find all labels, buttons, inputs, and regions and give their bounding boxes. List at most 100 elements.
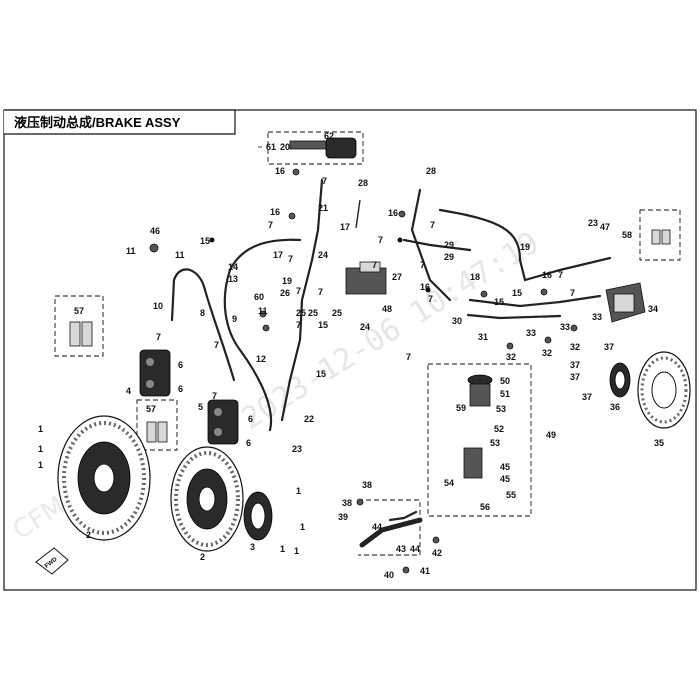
callout-15c: 15 bbox=[316, 369, 326, 379]
callout-7e: 7 bbox=[372, 260, 377, 270]
callout-7m: 7 bbox=[420, 260, 425, 270]
callout-54: 54 bbox=[444, 478, 454, 488]
callout-44b: 44 bbox=[410, 544, 420, 554]
callout-28b: 28 bbox=[426, 166, 436, 176]
callout-26: 26 bbox=[280, 288, 290, 298]
callout-42: 42 bbox=[432, 548, 442, 558]
callout-11b: 11 bbox=[175, 250, 185, 260]
callout-15a: 15 bbox=[318, 320, 328, 330]
callout-16d: 16 bbox=[420, 282, 430, 292]
callout-7f: 7 bbox=[296, 286, 301, 296]
callout-12: 12 bbox=[256, 354, 266, 364]
callout-19: 19 bbox=[282, 276, 292, 286]
callout-41: 41 bbox=[420, 566, 430, 576]
callout-5: 5 bbox=[198, 402, 203, 412]
diagram-frame bbox=[3, 109, 697, 591]
callout-55: 55 bbox=[506, 490, 516, 500]
callout-20: 20 bbox=[280, 142, 290, 152]
callout-21: 21 bbox=[318, 203, 328, 213]
callout-38b: 38 bbox=[342, 498, 352, 508]
callout-7b: 7 bbox=[268, 220, 273, 230]
callout-34: 34 bbox=[648, 304, 658, 314]
callout-7j: 7 bbox=[214, 340, 219, 350]
callout-46: 46 bbox=[150, 226, 160, 236]
callout-4: 4 bbox=[126, 386, 131, 396]
callout-45b: 45 bbox=[500, 474, 510, 484]
fittings bbox=[149, 168, 578, 574]
callout-35: 35 bbox=[654, 438, 664, 448]
callout-59: 59 bbox=[456, 403, 466, 413]
rear-caliper bbox=[605, 282, 646, 323]
callout-7i: 7 bbox=[156, 332, 161, 342]
callout-7k: 7 bbox=[212, 391, 217, 401]
rear-disc bbox=[637, 351, 691, 429]
abs-modulator bbox=[345, 261, 387, 295]
callout-7n: 7 bbox=[428, 294, 433, 304]
callout-6c: 6 bbox=[248, 414, 253, 424]
callout-16e: 16 bbox=[542, 270, 552, 280]
rear-master-cylinder bbox=[463, 374, 493, 479]
callout-7c: 7 bbox=[378, 235, 383, 245]
rear-abs-ring bbox=[609, 362, 631, 398]
callout-1c: 1 bbox=[38, 460, 43, 470]
callout-23a: 23 bbox=[292, 444, 302, 454]
callout-33b: 33 bbox=[560, 322, 570, 332]
callout-60: 60 bbox=[254, 292, 264, 302]
callout-3: 3 bbox=[250, 542, 255, 552]
callout-27: 27 bbox=[392, 272, 402, 282]
callout-1e: 1 bbox=[300, 522, 305, 532]
callout-11a: 11 bbox=[126, 246, 136, 256]
brake-pedal bbox=[359, 517, 423, 548]
callout-7d: 7 bbox=[288, 254, 293, 264]
front-master-cylinder bbox=[289, 137, 357, 159]
callout-25c: 25 bbox=[332, 308, 342, 318]
brake-hoses bbox=[170, 178, 612, 522]
front-caliper-left bbox=[139, 349, 171, 397]
callout-7o: 7 bbox=[558, 270, 563, 280]
callout-58: 58 bbox=[622, 230, 632, 240]
callout-40: 40 bbox=[384, 570, 394, 580]
callout-43: 43 bbox=[396, 544, 406, 554]
callout-45a: 45 bbox=[500, 462, 510, 472]
callout-6b: 6 bbox=[178, 384, 183, 394]
front-caliper-right bbox=[207, 399, 239, 445]
callout-53b: 53 bbox=[490, 438, 500, 448]
front-disc-right bbox=[170, 446, 244, 552]
callout-49: 49 bbox=[546, 430, 556, 440]
callout-28a: 28 bbox=[358, 178, 368, 188]
callout-7g: 7 bbox=[318, 287, 323, 297]
callout-61: 61 bbox=[266, 142, 276, 152]
callout-24a: 24 bbox=[318, 250, 328, 260]
fwd-arrow-icon: FWD bbox=[35, 547, 69, 575]
callout-2b: 2 bbox=[200, 552, 205, 562]
callout-1b: 1 bbox=[38, 444, 43, 454]
callout-7l: 7 bbox=[430, 220, 435, 230]
callout-38a: 38 bbox=[362, 480, 372, 490]
callout-32b: 32 bbox=[542, 348, 552, 358]
diagram-title: 液压制动总成/BRAKE ASSY bbox=[14, 115, 181, 130]
callout-1f: 1 bbox=[280, 544, 285, 554]
callout-7p: 7 bbox=[570, 288, 575, 298]
callout-37a: 37 bbox=[604, 342, 614, 352]
callout-7q: 7 bbox=[406, 352, 411, 362]
callout-10: 10 bbox=[153, 301, 163, 311]
callout-39: 39 bbox=[338, 512, 348, 522]
group-box-pads-front-left bbox=[54, 295, 104, 357]
callout-22: 22 bbox=[304, 414, 314, 424]
callout-53a: 53 bbox=[496, 404, 506, 414]
title-box: 液压制动总成/BRAKE ASSY bbox=[4, 109, 236, 135]
callout-23b: 23 bbox=[588, 218, 598, 228]
callout-37d: 37 bbox=[582, 392, 592, 402]
group-box-pads-front-right bbox=[136, 399, 178, 451]
group-box-brake-pedal bbox=[358, 499, 421, 556]
callout-labels: 61 20 62 16 7 21 16 7 17 28 7 24 17 7 7 … bbox=[38, 131, 664, 580]
callout-17: 17 bbox=[340, 222, 350, 232]
callout-14: 14 bbox=[228, 262, 238, 272]
group-box-rear-pads bbox=[639, 209, 681, 261]
callout-29b: 29 bbox=[444, 252, 454, 262]
callout-37b: 37 bbox=[570, 360, 580, 370]
callout-19b: 19 bbox=[520, 242, 530, 252]
callout-31: 31 bbox=[478, 332, 488, 342]
callout-37c: 37 bbox=[570, 372, 580, 382]
